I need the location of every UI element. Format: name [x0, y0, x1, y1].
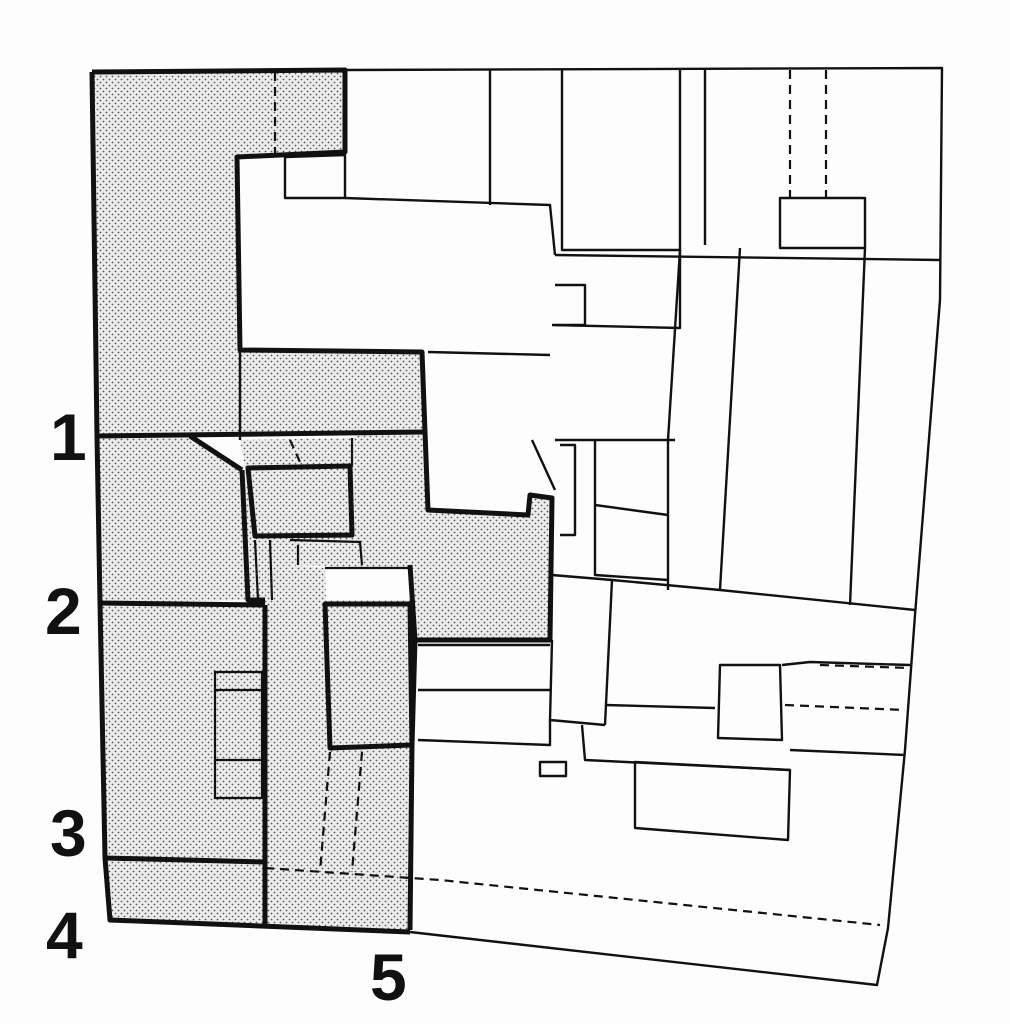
thick-outlines — [89, 67, 555, 935]
boundary-label-3: 3 — [50, 796, 87, 870]
boundary-label-1: 1 — [50, 400, 87, 474]
boundary-label-5: 5 — [370, 940, 407, 1014]
inner-details — [213, 438, 410, 800]
shaded-parcel-north — [92, 70, 425, 436]
shaded-parcel-south-strip — [105, 858, 265, 925]
courtyard-upper — [245, 463, 355, 539]
shaded-parcel-mid-west — [97, 436, 248, 603]
boundary-west — [89, 71, 411, 935]
boundary-label-4: 4 — [46, 898, 83, 972]
shaded-parcels — [92, 70, 552, 930]
shaded-parcel-mid-east — [352, 432, 552, 640]
courtyard-lower — [322, 601, 415, 751]
outer-boundary — [344, 66, 944, 987]
boundary-label-2: 2 — [45, 574, 82, 648]
thin-outlines — [238, 66, 944, 987]
shaded-parcel-south-west — [100, 603, 265, 860]
dashed-lines — [264, 70, 911, 927]
